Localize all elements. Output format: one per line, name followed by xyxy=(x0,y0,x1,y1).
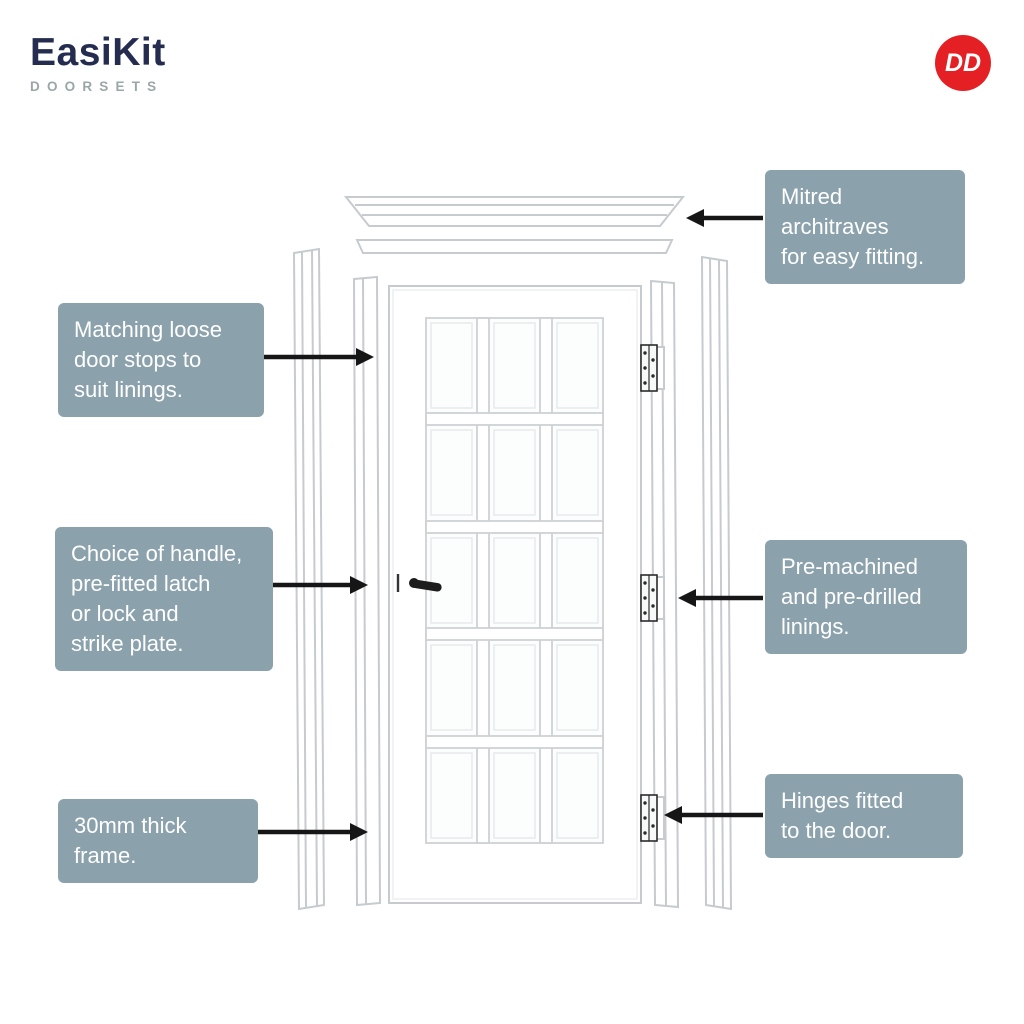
callout-handle-latch: Choice of handle, pre-fitted latch or lo… xyxy=(55,527,273,671)
arrows xyxy=(258,209,763,841)
brand-tagline: DOORSETS xyxy=(30,79,164,94)
architrave-strip-part xyxy=(355,239,674,254)
callout-linings: Pre-machined and pre-drilled linings. xyxy=(765,540,967,654)
right-outer-lining-part xyxy=(700,255,733,911)
glazing-grid xyxy=(425,317,604,844)
arrow-frame xyxy=(258,823,368,841)
arrow-linings xyxy=(678,589,763,607)
dd-badge-text: DD xyxy=(944,48,982,77)
architrave-head-part xyxy=(343,196,686,227)
arrow-hinges xyxy=(664,806,763,824)
callout-mitred-architraves: Mitred architraves for easy fitting. xyxy=(765,170,965,284)
door-handle-icon xyxy=(396,574,442,592)
brand-logo: EasiKit DOORSETS xyxy=(30,33,166,94)
hinge-top-icon xyxy=(640,344,658,392)
left-door-stop-part xyxy=(352,275,382,907)
dd-badge: DD xyxy=(935,35,991,91)
callout-door-stops: Matching loose door stops to suit lining… xyxy=(58,303,264,417)
hinge-bottom-icon xyxy=(640,794,658,842)
callout-frame-thickness: 30mm thick frame. xyxy=(58,799,258,883)
brand-name: EasiKit xyxy=(30,31,166,74)
arrow-door-stops xyxy=(263,348,374,366)
hinge-middle-icon xyxy=(640,574,658,622)
arrow-handle xyxy=(270,576,368,594)
glazing-bevels xyxy=(430,322,599,839)
arrow-architraves xyxy=(686,209,763,227)
left-outer-lining-part xyxy=(292,247,326,911)
callout-hinges: Hinges fitted to the door. xyxy=(765,774,963,858)
right-lining-part xyxy=(649,279,680,909)
